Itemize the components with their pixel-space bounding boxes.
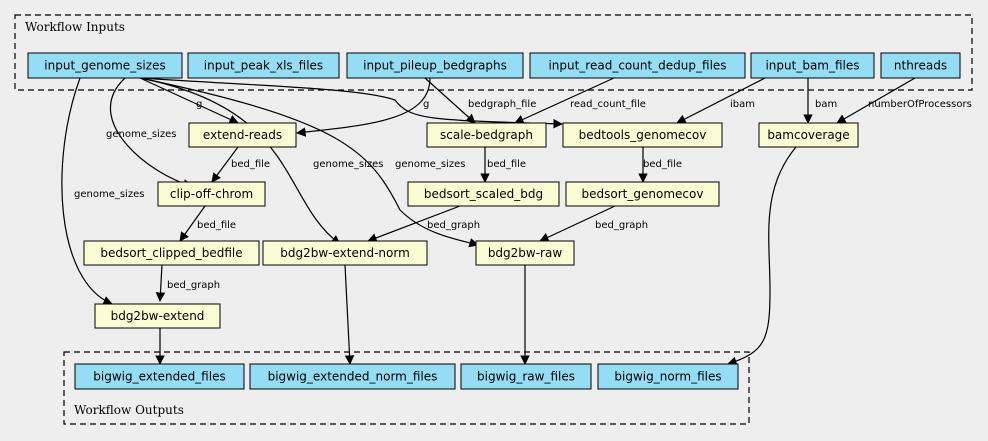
- node-bigwig-extended-norm-files-label: bigwig_extended_norm_files: [268, 370, 438, 384]
- edge-label-genome-sizes-raw: genome_sizes: [395, 159, 465, 170]
- node-bigwig-extended-norm-files[interactable]: bigwig_extended_norm_files: [249, 363, 456, 390]
- node-bamcoverage[interactable]: bamcoverage: [758, 122, 859, 148]
- edge-label-bed-graph-extend-norm: bed_graph: [427, 220, 480, 231]
- edge-label-ibam: ibam: [730, 99, 755, 110]
- edge-genome-sizes-bedtools-genomecov: [139, 77, 563, 129]
- edge-pileup-scale-bedgraph: [424, 77, 476, 124]
- edge-genome-sizes-clip-off-chrom: [109, 77, 193, 189]
- node-bedsort-clipped-bedfile-label: bedsort_clipped_bedfile: [100, 246, 242, 260]
- node-bigwig-raw-files[interactable]: bigwig_raw_files: [460, 363, 592, 390]
- node-scale-bedgraph-label: scale-bedgraph: [440, 128, 533, 142]
- node-bedtools-genomecov[interactable]: bedtools_genomecov: [562, 122, 723, 148]
- node-bedtools-genomecov-label: bedtools_genomecov: [579, 128, 707, 142]
- workflow-outputs-cluster: Workflow Outputs: [63, 351, 750, 425]
- edge-bdg2bw-extend-norm-output: [344, 264, 355, 365]
- edge-genome-sizes-bdg2bw-extend-norm: [139, 77, 341, 245]
- node-bdg2bw-extend-norm-label: bdg2bw-extend-norm: [280, 246, 410, 260]
- workflow-inputs-cluster: Workflow Inputs: [14, 14, 973, 91]
- node-input-genome-sizes-label: input_genome_sizes: [44, 59, 165, 73]
- edge-genome-sizes-bdg2bw-extend: [61, 77, 113, 306]
- edge-genome-sizes-bdg2bw-raw: [139, 77, 479, 248]
- node-extend-reads-label: extend-reads: [203, 128, 282, 142]
- node-input-read-count-dedup-files[interactable]: input_read_count_dedup_files: [529, 52, 746, 79]
- output-nodes: bigwig_extended_files bigwig_extended_no…: [74, 363, 739, 390]
- node-bedsort-scaled-bdg[interactable]: bedsort_scaled_bdg: [407, 181, 560, 207]
- node-extend-reads[interactable]: extend-reads: [188, 122, 297, 148]
- edge-label-read-count-file: read_count_file: [570, 99, 646, 110]
- node-clip-off-chrom[interactable]: clip-off-chrom: [157, 181, 266, 207]
- node-bigwig-extended-files-label: bigwig_extended_files: [93, 370, 225, 384]
- node-bdg2bw-raw-label: bdg2bw-raw: [488, 246, 563, 260]
- edge-label-bed-file-extend: bed_file: [231, 159, 270, 170]
- edge-nthreads-bamcoverage: [836, 77, 916, 124]
- edge-bedsort-scaled-bdg2bw-extend-norm: [367, 205, 461, 243]
- node-input-read-count-dedup-files-label: input_read_count_dedup_files: [548, 59, 726, 73]
- edge-label-bed-graph-raw: bed_graph: [595, 220, 648, 231]
- edge-pileup-extend-reads: [296, 77, 431, 137]
- node-bedsort-clipped-bedfile[interactable]: bedsort_clipped_bedfile: [83, 240, 260, 266]
- edge-label-bed-file-scaled: bed_file: [487, 159, 526, 170]
- node-bdg2bw-extend[interactable]: bdg2bw-extend: [94, 303, 221, 329]
- node-bigwig-norm-files-label: bigwig_norm_files: [614, 370, 721, 384]
- step-nodes: extend-reads scale-bedgraph bedtools_gen…: [83, 122, 859, 329]
- node-input-bam-files[interactable]: input_bam_files: [750, 52, 875, 79]
- node-input-peak-xls-files[interactable]: input_peak_xls_files: [187, 52, 340, 79]
- edge-label-bedgraph-file: bedgraph_file: [468, 99, 536, 110]
- edge-label-bed-graph-extend: bed_graph: [167, 280, 220, 291]
- node-input-genome-sizes[interactable]: input_genome_sizes: [27, 52, 183, 79]
- edge-label-genome-sizes-extend-norm: genome_sizes: [313, 159, 383, 170]
- node-bigwig-raw-files-label: bigwig_raw_files: [477, 370, 575, 384]
- edge-read-count-scale-bedgraph: [514, 77, 615, 124]
- node-input-peak-xls-files-label: input_peak_xls_files: [204, 59, 323, 73]
- edge-label-bed-file-clip: bed_file: [197, 220, 236, 231]
- edge-genome-sizes-extend-reads: [139, 77, 239, 124]
- edges: [61, 77, 916, 366]
- node-input-bam-files-label: input_bam_files: [765, 59, 859, 73]
- node-bedsort-genomecov-label: bedsort_genomecov: [582, 187, 704, 201]
- node-bdg2bw-extend-label: bdg2bw-extend: [111, 309, 205, 323]
- edge-clip-off-chrom-bedsort-clipped: [179, 205, 206, 242]
- edge-label-g-bedtools: g: [423, 99, 429, 110]
- input-nodes: input_genome_sizes input_peak_xls_files …: [27, 52, 961, 79]
- node-nthreads[interactable]: nthreads: [880, 52, 961, 79]
- node-nthreads-label: nthreads: [894, 59, 947, 73]
- node-input-pileup-bedgraphs-label: input_pileup_bedgraphs: [363, 59, 507, 73]
- node-bdg2bw-extend-norm[interactable]: bdg2bw-extend-norm: [262, 240, 428, 266]
- node-bigwig-norm-files[interactable]: bigwig_norm_files: [597, 363, 739, 390]
- edge-bam-bedtools-genomecov: [676, 77, 766, 124]
- edge-bedsort-genomecov-bdg2bw-raw: [539, 205, 616, 242]
- node-bedsort-genomecov[interactable]: bedsort_genomecov: [565, 181, 720, 207]
- node-bdg2bw-raw[interactable]: bdg2bw-raw: [475, 240, 575, 266]
- edge-label-bed-file-genomecov: bed_file: [643, 159, 682, 170]
- node-bedsort-scaled-bdg-label: bedsort_scaled_bdg: [424, 187, 543, 201]
- edge-bedsort-clipped-bdg2bw-extend: [155, 264, 166, 302]
- edge-label-g-extend: g: [196, 99, 202, 110]
- edge-label-genome-sizes-clip: genome_sizes: [106, 129, 176, 140]
- node-clip-off-chrom-label: clip-off-chrom: [170, 187, 253, 201]
- edge-bamcoverage-output: [727, 146, 797, 366]
- workflow-inputs-label: Workflow Inputs: [25, 20, 125, 34]
- edge-label-bam: bam: [815, 99, 837, 110]
- edge-label-number-of-processors: numberOfProcessors: [868, 99, 972, 110]
- edge-label-genome-sizes-extend: genome_sizes: [74, 189, 144, 200]
- edge-labels: g g genome_sizes genome_sizes genome_siz…: [74, 99, 972, 291]
- node-bamcoverage-label: bamcoverage: [767, 128, 849, 142]
- edge-extend-reads-clip-off-chrom: [211, 146, 239, 183]
- node-input-pileup-bedgraphs[interactable]: input_pileup_bedgraphs: [346, 52, 524, 79]
- workflow-outputs-label: Workflow Outputs: [74, 403, 184, 417]
- node-bigwig-extended-files[interactable]: bigwig_extended_files: [74, 363, 245, 390]
- node-scale-bedgraph[interactable]: scale-bedgraph: [426, 122, 547, 148]
